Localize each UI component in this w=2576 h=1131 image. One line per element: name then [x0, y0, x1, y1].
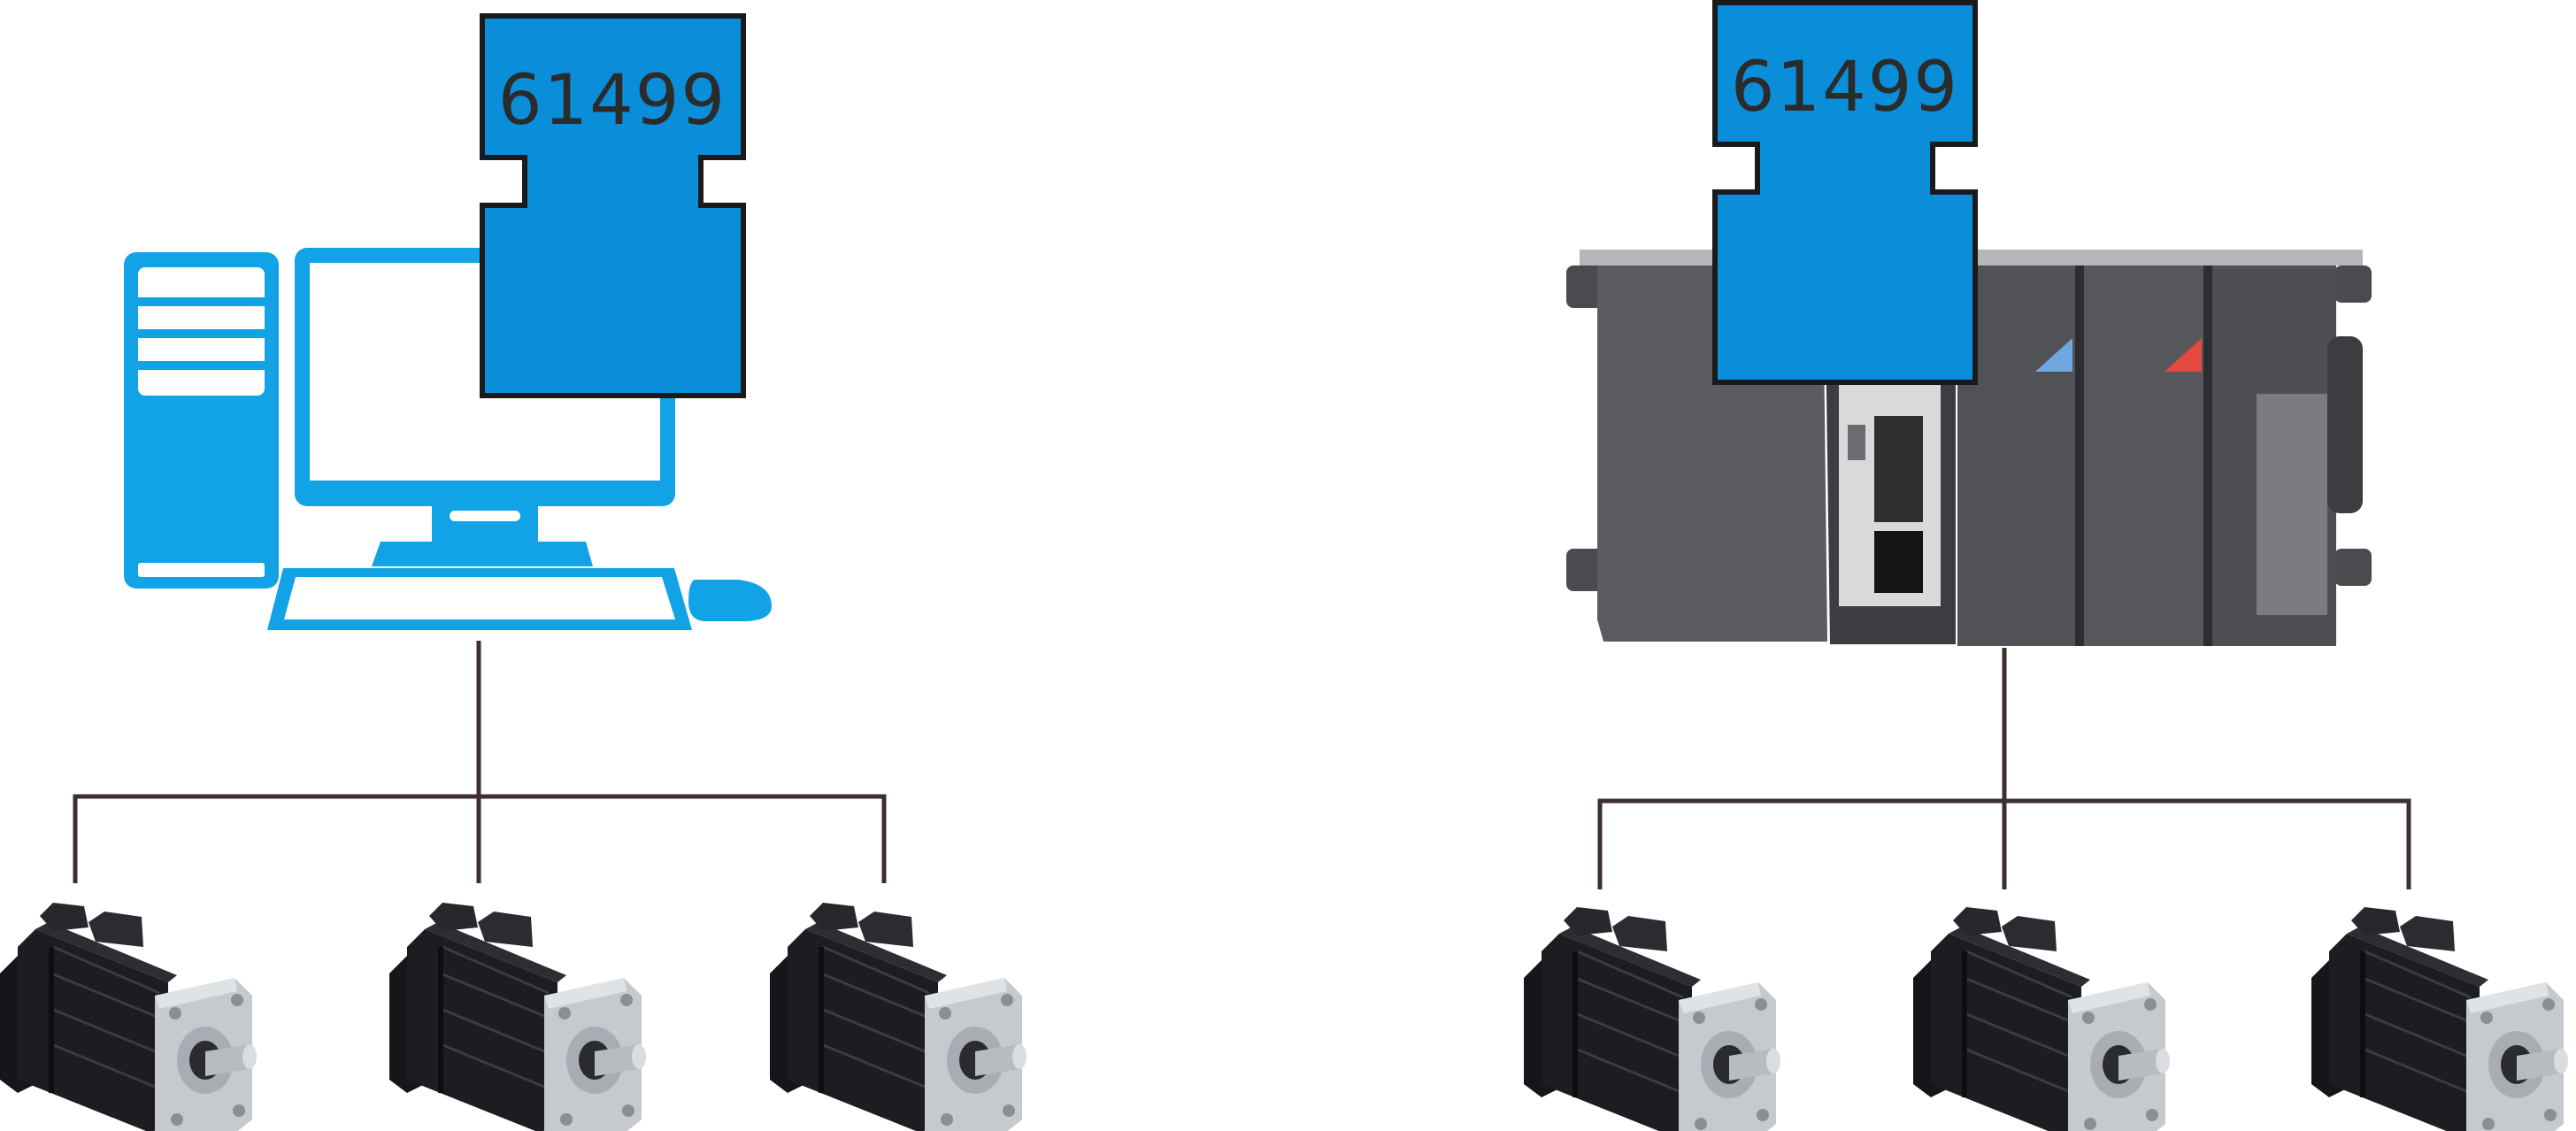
- servo-motor-icon: [1913, 907, 2170, 1131]
- function-block-pc: 61499: [480, 13, 746, 398]
- function-block-label: 61499: [1731, 48, 1959, 127]
- plc-network: 61499: [1524, 0, 2568, 1131]
- servo-motor-icon: [770, 903, 1027, 1131]
- bus-lines-left: [73, 641, 887, 883]
- servo-motor-icon: [2311, 907, 2568, 1131]
- bus-lines-right: [1597, 648, 2411, 889]
- function-block-label: 61499: [498, 61, 727, 141]
- function-block-plc: 61499: [1712, 0, 1978, 385]
- pc-network: 61499: [0, 13, 1027, 1131]
- servo-motor-icon: [389, 903, 646, 1131]
- servo-motor-icon: [1524, 907, 1780, 1131]
- servo-motor-icon: [0, 903, 257, 1131]
